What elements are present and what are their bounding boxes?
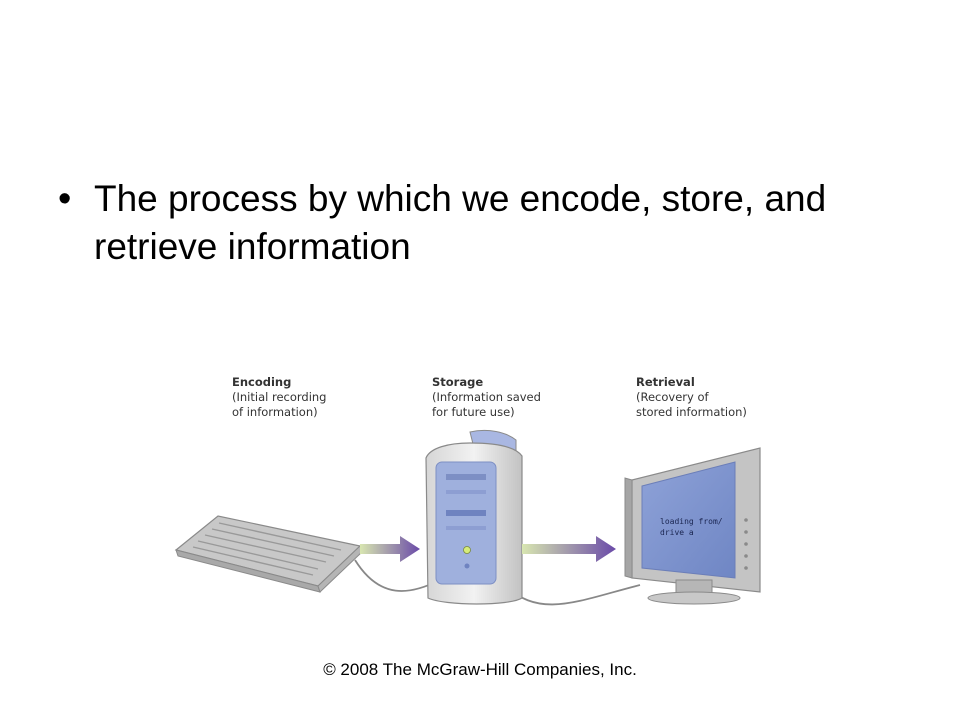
monitor-icon: loading from/ drive a <box>624 447 761 605</box>
stage-title: Storage <box>432 375 484 389</box>
stage-description-line: (Information saved <box>432 390 541 404</box>
stage-label-storage: Storage (Information saved for future us… <box>432 375 541 420</box>
stage-title: Retrieval <box>636 375 695 389</box>
stage-description-line: (Initial recording <box>232 390 327 404</box>
bullet-symbol: • <box>58 178 72 220</box>
monitor-cable <box>504 584 641 606</box>
screen-text-line-1: loading from/ <box>660 517 723 526</box>
stage-label-encoding: Encoding (Initial recording of informati… <box>232 375 326 420</box>
stage-description-line: (Recovery of <box>636 390 709 404</box>
stage-description-line: for future use) <box>432 405 515 419</box>
stage-title: Encoding <box>232 375 292 389</box>
keyboard-icon <box>174 515 363 593</box>
retrieval-arrow <box>522 536 616 562</box>
computer-tower-icon <box>425 429 523 605</box>
stage-description-line: of information) <box>232 405 318 419</box>
stage-label-retrieval: Retrieval (Recovery of stored informatio… <box>636 375 747 420</box>
screen-text-line-2: drive a <box>660 528 694 537</box>
bullet-point: • The process by which we encode, store,… <box>58 175 918 271</box>
encoding-arrow <box>360 536 420 562</box>
stage-description-line: stored information) <box>636 405 747 419</box>
bullet-text: The process by which we encode, store, a… <box>94 178 827 267</box>
copyright-footer: © 2008 The McGraw-Hill Companies, Inc. <box>323 660 637 679</box>
